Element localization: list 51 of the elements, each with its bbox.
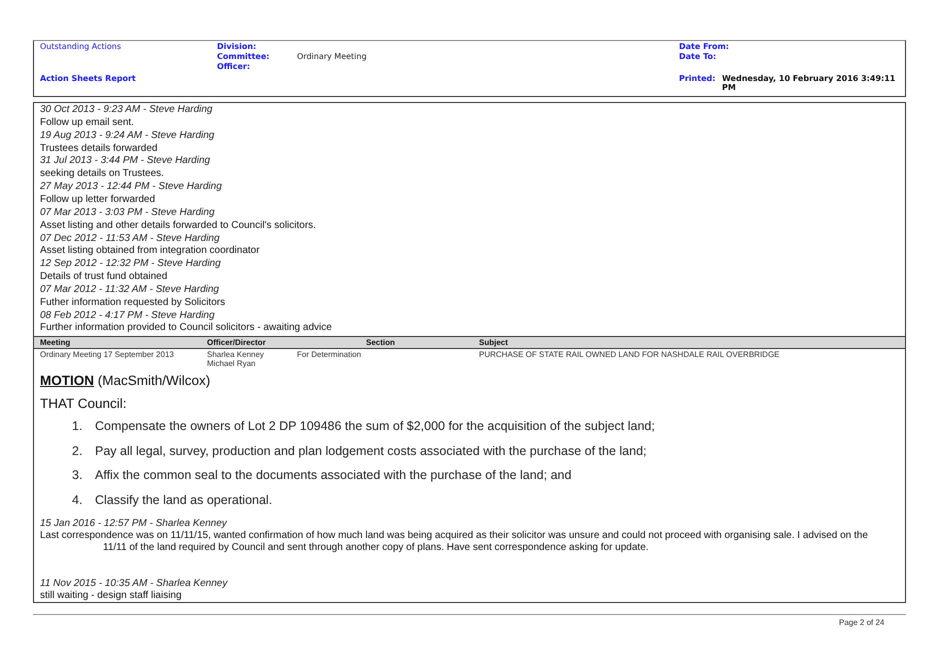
list-item: Compensate the owners of Lot 2 DP 109486 the sum of $2,000 for the acquisition of the subject land; <box>95 419 655 434</box>
note-text: Asset listing obtained from integration coordinator <box>40 245 260 257</box>
list-item: Classify the land as operational. <box>95 492 272 507</box>
field-value: Ordinary Meeting <box>297 52 367 62</box>
field-label: Date To: <box>679 52 716 62</box>
table-cell: Ordinary Meeting 17 September 2013 <box>40 350 174 360</box>
note-text: Details of trust fund obtained <box>40 271 168 283</box>
note-text: Trustees details forwarded <box>40 142 158 154</box>
note-text: still waiting - design staff liaising <box>40 590 182 602</box>
note-text: Follow up letter forwarded <box>40 194 156 206</box>
page-number: Page 2 of 24 <box>839 618 884 628</box>
note-meta: 19 Aug 2013 - 9:24 AM - Steve Harding <box>40 130 214 142</box>
note-meta: 08 Feb 2012 - 4:17 PM - Steve Harding <box>40 310 215 322</box>
note-text: Follow up email sent. <box>40 116 134 128</box>
field-label: Officer: <box>217 62 250 72</box>
list-item: Affix the common seal to the documents associated with the purchase of the land; and <box>95 468 572 482</box>
field-label: Division: <box>217 42 256 52</box>
table-cell: For Determination <box>297 350 362 360</box>
note-meta: 07 Mar 2013 - 3:03 PM - Steve Harding <box>40 206 215 218</box>
note-meta: 07 Mar 2012 - 11:32 AM - Steve Harding <box>40 284 219 296</box>
note-text: Further information provided to Council solicitors - awaiting advice <box>40 322 332 334</box>
list-number: 2. <box>72 444 82 458</box>
note-text: seeking details on Trustees. <box>40 168 164 180</box>
motion-text: THAT Council: <box>40 396 127 412</box>
field-label: Printed: <box>679 74 716 84</box>
printed-date: Wednesday, 10 February 2016 3:49:11 PM <box>722 74 896 92</box>
column-header: Subject <box>479 338 508 348</box>
note-meta: 07 Dec 2012 - 11:53 AM - Steve Harding <box>40 232 220 244</box>
note-text: Last correspondence was on 11/11/15, wanted confirmation of how much land was being acquired as their solicitor was unsure and could not proceed with organising sale. I advised on the 11/11 of the land required by Council and sent through another copy of plans. Have sent correspondence asking for update. <box>40 530 869 553</box>
note-text: Futher information requested by Solicitors <box>40 296 226 308</box>
note-meta: 27 May 2013 - 12:44 PM - Steve Harding <box>40 181 222 193</box>
list-number: 1. <box>72 419 82 434</box>
note-meta: 15 Jan 2016 - 12:57 PM - Sharlea Kenney <box>40 518 227 530</box>
field-label: Date From: <box>679 42 730 52</box>
report-title: Action Sheets Report <box>40 74 136 84</box>
motion-heading: MOTION (MacSmith/Wilcox) <box>40 373 210 389</box>
list-number: 4. <box>72 492 82 507</box>
field-label: Committee: <box>217 52 270 62</box>
column-header: Officer/Director <box>207 338 266 348</box>
table-cell: PURCHASE OF STATE RAIL OWNED LAND FOR NASHDALE RAIL OVERBRIDGE <box>479 350 780 360</box>
list-number: 3. <box>72 468 82 482</box>
table-cell-text: Sharlea Kenney Michael Ryan <box>207 350 265 368</box>
note-text: Asset listing and other details forwarded to Council's solicitors. <box>40 220 316 232</box>
note-meta: 11 Nov 2015 - 10:35 AM - Sharlea Kenney <box>40 578 228 590</box>
column-header: Meeting <box>40 338 70 348</box>
list-item: Pay all legal, survey, production and plan lodgement costs associated with the purchase of the land; <box>95 444 646 458</box>
report-type: Outstanding Actions <box>40 42 121 52</box>
note-meta: 30 Oct 2013 - 9:23 AM - Steve Harding <box>40 104 212 116</box>
note-meta: 12 Sep 2012 - 12:32 PM - Steve Harding <box>40 258 221 270</box>
note-meta: 31 Jul 2013 - 3:44 PM - Steve Harding <box>40 155 210 167</box>
column-header: Section <box>366 338 395 348</box>
